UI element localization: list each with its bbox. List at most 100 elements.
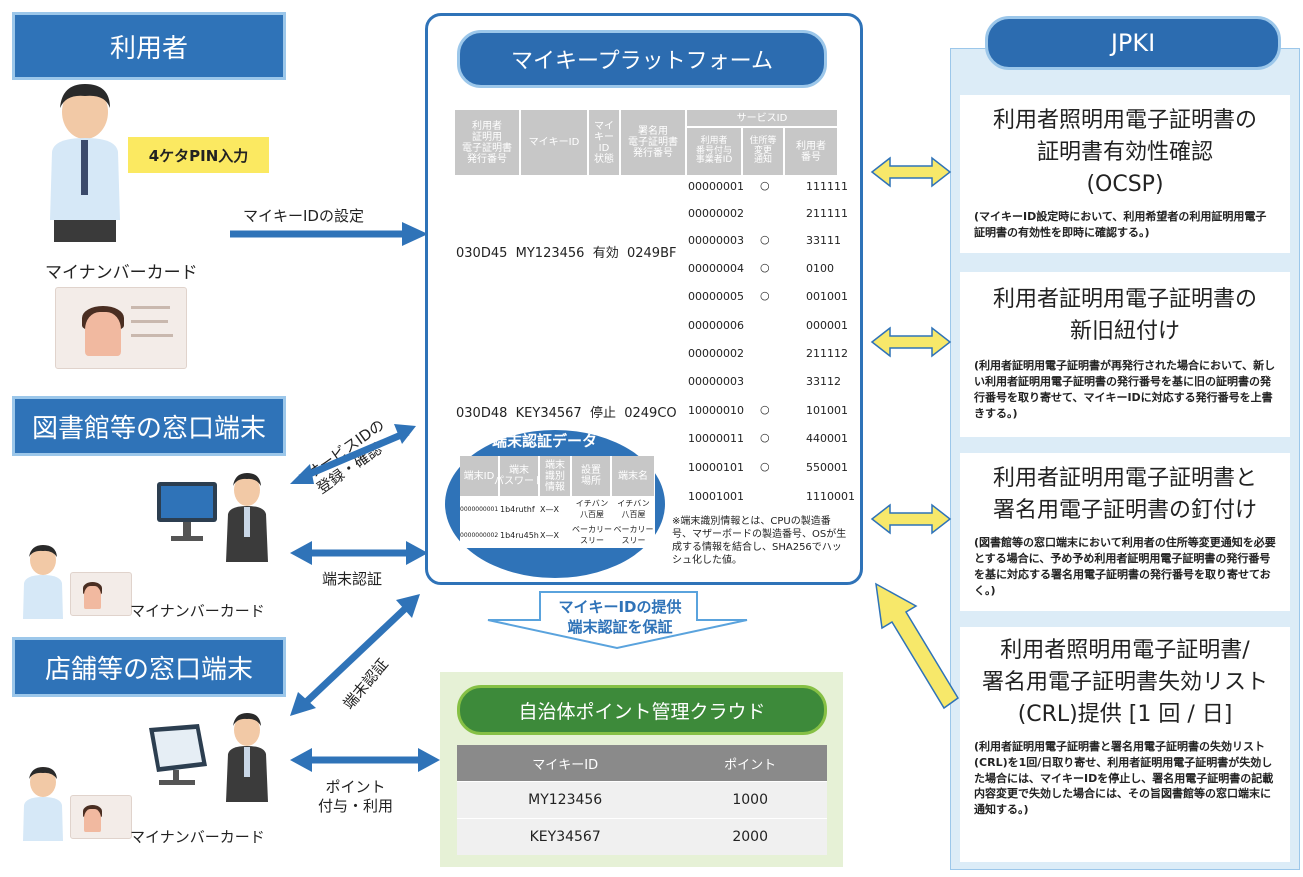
- terminal-row: 0000000002 1b4ru45h X—X ベーカリー スリー ベーカリー …: [460, 525, 654, 545]
- jpki-title: JPKI: [1110, 29, 1156, 57]
- pin-badge: 4ケタPIN入力: [128, 137, 269, 173]
- terminal-auth-arrow: [290, 541, 428, 565]
- service-num: 111111: [806, 180, 848, 193]
- jpki-box-title: 利用者照明用電子証明書の 証明書有効性確認 (OCSP): [992, 108, 1257, 197]
- terminal-col-name: 端末名: [612, 456, 654, 496]
- jpki-box-crl: 利用者照明用電子証明書/ 署名用電子証明書失効リスト (CRL)提供 [1 回 …: [960, 627, 1290, 862]
- jpki-box-title: 利用者証明用電子証明書と 署名用電子証明書の釘付け: [992, 466, 1257, 523]
- yellow-arrow-crl: [875, 582, 960, 710]
- service-row: 10000010: [688, 404, 744, 417]
- jpki-box-desc: (利用者証明用電子証明書と署名用電子証明書の失効リスト(CRL)を1回/日取り寄…: [974, 739, 1274, 817]
- header-svc-addr: 住所等 変更 通知: [743, 128, 783, 175]
- header-service-id: サービスID: [687, 110, 837, 126]
- yellow-double-arrow-ocsp: [870, 156, 952, 188]
- service-mark: ○: [760, 460, 770, 473]
- rec2-cert: 030D48: [456, 406, 508, 421]
- platform-title: マイキープラットフォーム: [510, 49, 774, 74]
- platform-title-pill: マイキープラットフォーム: [457, 30, 827, 88]
- record-2: 030D48 KEY34567 停止 0249CO: [456, 402, 677, 421]
- table-row: KEY34567 2000: [457, 818, 827, 855]
- service-num: 33112: [806, 375, 841, 388]
- points-value: 1000: [673, 781, 827, 819]
- jpki-box-title: 利用者証明用電子証明書の 新旧紐付け: [992, 287, 1257, 344]
- service-num: 440001: [806, 432, 848, 445]
- service-row: 00000003: [688, 375, 744, 388]
- service-num: 33111: [806, 234, 841, 247]
- rec1-sign: 0249BF: [626, 246, 677, 261]
- terminal-auth-label: 端末認証: [322, 570, 383, 588]
- jpki-box-title: 利用者照明用電子証明書/ 署名用電子証明書失効リスト (CRL)提供 [1 回 …: [981, 638, 1268, 727]
- header-cert-no: 利用者 証明用 電子証明書 発行番号: [455, 110, 519, 175]
- service-row: 00000002: [688, 207, 744, 220]
- terminal-col-ident: 端末 識別 情報: [540, 456, 570, 496]
- header-status: マイ キー ID 状態: [589, 110, 619, 175]
- user-title: 利用者: [109, 33, 188, 64]
- user-banner: 利用者: [12, 12, 286, 80]
- points-id: KEY34567: [457, 818, 674, 855]
- service-row: 00000005: [688, 290, 744, 303]
- service-num: 211111: [806, 207, 848, 220]
- service-mark: ○: [760, 403, 770, 416]
- jpki-box-link: 利用者証明用電子証明書の 新旧紐付け (利用者証明用電子証明書が再発行された場合…: [960, 272, 1290, 437]
- rec2-status: 停止: [589, 406, 616, 421]
- jpki-box-desc: (図書館等の窓口端末において利用者の住所等変更通知を必要とする場合に、予め予め利…: [974, 535, 1276, 597]
- library-banner: 図書館等の窓口端末: [12, 396, 286, 456]
- yellow-double-arrow-bind: [870, 503, 952, 535]
- library-card-image: [70, 572, 132, 616]
- points-value: 2000: [673, 818, 827, 855]
- library-title: 図書館等の窓口端末: [31, 413, 266, 444]
- store-terminal-icon: [149, 724, 207, 785]
- service-mark: ○: [760, 431, 770, 444]
- points-use-label: ポイント 付与・利用: [318, 778, 394, 815]
- mykey-setup-label: マイキーIDの設定: [243, 207, 364, 225]
- library-staff-icon: [226, 473, 268, 562]
- terminal-col-id: 端末ID: [460, 456, 498, 496]
- header-sign-no: 署名用 電子証明書 発行番号: [621, 110, 685, 175]
- rec1-status: 有効: [592, 246, 619, 261]
- library-user-icon: [23, 545, 63, 619]
- service-row: 10001001: [688, 490, 744, 503]
- service-row: 10000101: [688, 461, 744, 474]
- service-row: 00000006: [688, 319, 744, 332]
- provide-line1: マイキーIDの提供: [558, 598, 682, 616]
- pin-label: 4ケタPIN入力: [148, 146, 249, 165]
- service-id-arrow: [290, 424, 416, 484]
- cloud-title-pill: 自治体ポイント管理クラウド: [457, 685, 827, 735]
- record-1: 030D45 MY123456 有効 0249BF: [456, 242, 676, 261]
- jpki-box-desc: (マイキーID設定時において、利用希望者の利用証明用電子証明書の有効性を即時に確…: [974, 209, 1267, 239]
- service-num: 211112: [806, 347, 848, 360]
- service-mark: ○: [760, 289, 770, 302]
- service-num: 101001: [806, 404, 848, 417]
- terminal-data-table: 端末ID 端末 パスワード 端末 識別 情報 設置 場所 端末名 0000000…: [460, 456, 655, 548]
- provide-line2: 端末認証を保証: [567, 617, 673, 636]
- mynumber-card-label: マイナンバーカード: [45, 263, 198, 283]
- service-mark: ○: [760, 179, 770, 192]
- jpki-title-pill: JPKI: [985, 16, 1281, 70]
- rec2-id: KEY34567: [515, 406, 582, 421]
- cloud-title: 自治体ポイント管理クラウド: [518, 700, 766, 723]
- store-auth-arrow: [290, 594, 420, 716]
- yellow-double-arrow-link: [870, 326, 952, 358]
- user-person-icon: [50, 84, 120, 242]
- store-card-label: マイナンバーカード: [130, 828, 265, 846]
- service-num: 001001: [806, 290, 848, 303]
- store-card-image: [70, 795, 132, 839]
- setup-arrow: [230, 222, 428, 246]
- header-svc-num: 利用者 番号: [785, 128, 837, 175]
- service-row: 00000004: [688, 262, 744, 275]
- service-row: 00000001: [688, 180, 744, 193]
- rec1-cert: 030D45: [456, 246, 508, 261]
- jpki-box-desc: (利用者証明用電子証明書が再発行された場合において、新しい利用者証明用電子証明書…: [974, 358, 1276, 420]
- jpki-box-bind: 利用者証明用電子証明書と 署名用電子証明書の釘付け (図書館等の窓口端末において…: [960, 453, 1290, 611]
- service-mark: ○: [760, 261, 770, 274]
- points-arrow: [290, 748, 440, 772]
- jpki-box-ocsp: 利用者照明用電子証明書の 証明書有効性確認 (OCSP) (マイキーID設定時に…: [960, 95, 1290, 253]
- service-num: 1110001: [806, 490, 855, 503]
- service-num: 0100: [806, 262, 834, 275]
- store-banner: 店舗等の窓口端末: [12, 637, 286, 697]
- rec1-id: MY123456: [515, 246, 585, 261]
- service-mark: ○: [760, 233, 770, 246]
- service-row: 10000011: [688, 432, 744, 445]
- mynumber-card-image: [55, 287, 187, 369]
- points-table: マイキーID ポイント MY123456 1000 KEY34567 2000: [457, 745, 827, 855]
